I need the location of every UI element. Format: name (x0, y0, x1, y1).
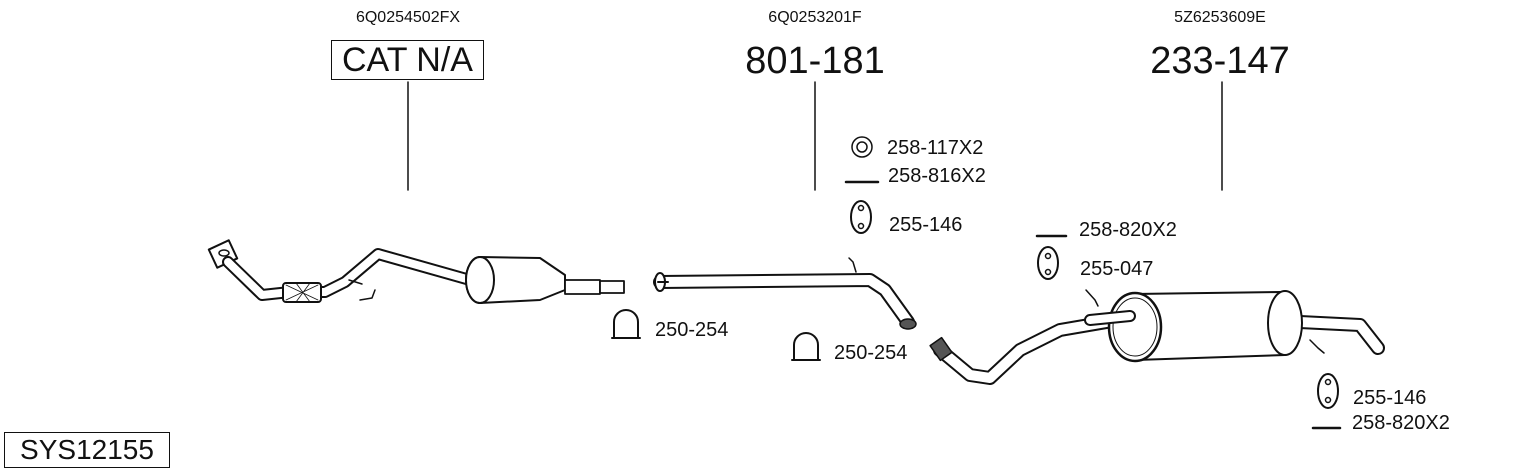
oe-number: 5Z6253609E (1174, 9, 1266, 26)
clamp-icon (791, 332, 821, 361)
hanger-icon (1037, 246, 1059, 280)
accessory-label: 255-047 (1080, 258, 1154, 280)
part-number: 233-147 (1150, 40, 1290, 82)
accessory-label: 258-816X2 (888, 165, 986, 187)
accessory-label: 258-820X2 (1079, 219, 1177, 241)
part-number-box: CAT N/A (331, 40, 484, 80)
middle-pipe (653, 257, 917, 330)
oe-number: 6Q0254502FX (355, 9, 461, 26)
accessory-label: 250-254 (655, 319, 729, 341)
accessory-label: 258-820X2 (1352, 412, 1450, 434)
hanger-icon (1317, 373, 1339, 409)
front-pipe-catalyst (207, 239, 625, 304)
clamp-icon (611, 309, 641, 339)
accessory-label: 255-146 (1353, 387, 1427, 409)
system-id: SYS12155 (4, 432, 170, 468)
rear-muffler (929, 289, 1385, 385)
part-number: 801-181 (745, 40, 885, 82)
ring-icon (851, 136, 873, 158)
accessory-label: 255-146 (889, 214, 963, 236)
accessory-label: 258-117X2 (887, 137, 984, 159)
oe-number: 6Q0253201F (768, 9, 862, 26)
accessory-label: 250-254 (834, 342, 908, 364)
hanger-icon (850, 200, 872, 234)
